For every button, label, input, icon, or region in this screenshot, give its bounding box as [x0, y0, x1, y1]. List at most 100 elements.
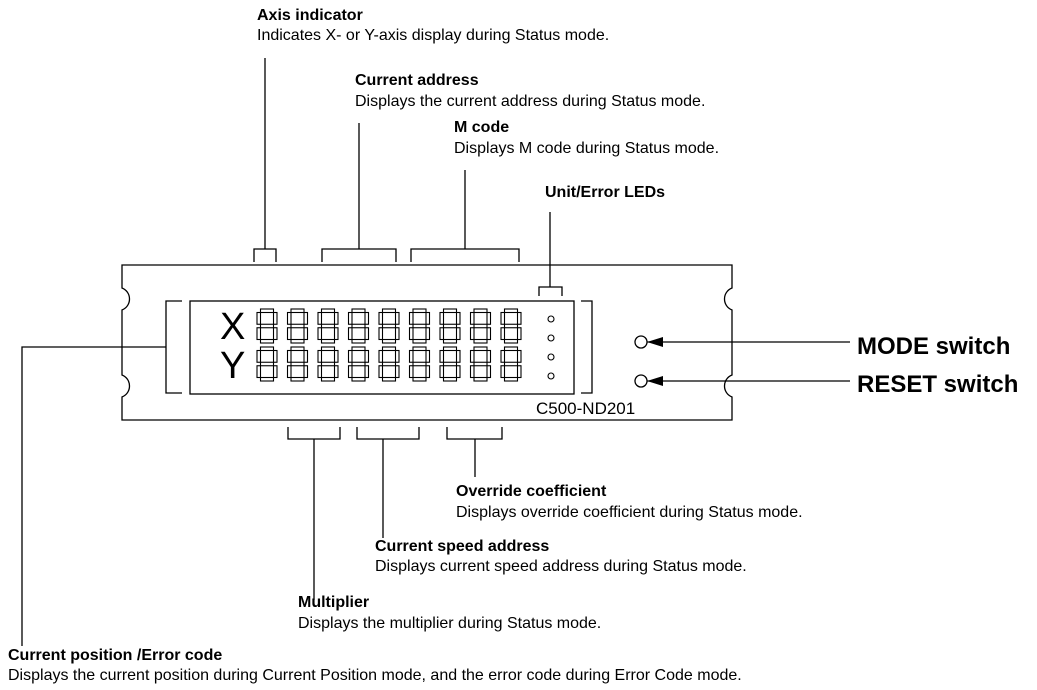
digit-x-4-seg-a: [351, 308, 366, 314]
m-code-bracket: [410, 170, 520, 262]
digit-x-1-seg-d: [259, 338, 275, 344]
digit-y-5-seg-g: [381, 361, 397, 367]
mode-switch-arrow: [647, 337, 663, 347]
digit-x-1-seg-f: [256, 311, 262, 325]
digit-x-5-seg-e: [378, 327, 384, 341]
digit-y-6-seg-d: [412, 376, 427, 382]
digit-x-8-seg-f: [469, 311, 475, 325]
digit-x-9-seg-d: [503, 338, 519, 344]
digit-x-8-seg-d: [473, 338, 488, 344]
digit-y-4-seg-b: [364, 349, 370, 363]
digit-x-9-seg-g: [503, 323, 519, 329]
right-bracket: [581, 300, 593, 394]
digit-x-1-seg-a: [259, 308, 275, 314]
digit-x-8-seg-e: [469, 327, 475, 341]
seven-segment-digits: [256, 308, 522, 382]
axis-indicator-title: Axis indicator: [257, 7, 363, 24]
reset-switch-arrow: [647, 376, 663, 386]
digit-x-1-seg-c: [272, 327, 278, 341]
digit-x-4-seg-b: [364, 311, 370, 325]
digit-y-1-seg-d: [259, 376, 275, 382]
mode-switch-label: MODE switch: [857, 333, 1011, 360]
digit-y-6-seg-b: [425, 349, 431, 363]
digit-x-6-seg-e: [408, 327, 414, 341]
override-coefficient-bracket: [446, 427, 503, 477]
digit-y-5-seg-c: [394, 365, 400, 379]
digit-y-2-seg-d: [290, 376, 305, 382]
digit-x-5-seg-g: [381, 323, 397, 329]
digit-y-8-seg-f: [469, 349, 475, 363]
reset-switch-button: [634, 374, 648, 388]
unit-error-led-2: [547, 334, 555, 342]
digit-x-6-seg-b: [425, 311, 431, 325]
digit-y-9-seg-a: [503, 346, 519, 352]
digit-x-5-seg-a: [381, 308, 397, 314]
digit-y-9-seg-c: [516, 365, 522, 379]
digit-y-4-seg-f: [347, 349, 353, 363]
digit-x-3-seg-d: [320, 338, 336, 344]
digit-y-3-seg-d: [320, 376, 336, 382]
display-window: [189, 300, 575, 395]
digit-y-6-seg-g: [412, 361, 427, 367]
digit-y-2-seg-c: [303, 365, 309, 379]
unit-error-led-1: [547, 315, 555, 323]
digit-x-3-seg-f: [317, 311, 323, 325]
digit-x-9-seg-e: [500, 327, 506, 341]
current-address-bracket: [321, 123, 397, 262]
current-address-title: Current address: [355, 72, 479, 89]
current-position-title: Current position /Error code: [8, 647, 223, 664]
digit-y-6-seg-c: [425, 365, 431, 379]
digit-y-6-seg-a: [412, 346, 427, 352]
digit-x-7-seg-g: [442, 323, 458, 329]
digit-x-7-seg-f: [439, 311, 445, 325]
digit-y-1-seg-a: [259, 346, 275, 352]
digit-x-5-seg-d: [381, 338, 397, 344]
digit-x-9-seg-b: [516, 311, 522, 325]
digit-y-7-seg-f: [439, 349, 445, 363]
digit-y-4-seg-d: [351, 376, 366, 382]
digit-y-2-seg-e: [286, 365, 292, 379]
digit-x-4-seg-c: [364, 327, 370, 341]
multiplier-desc: Displays the multiplier during Status mo…: [298, 615, 602, 632]
unit-error-led-4: [547, 372, 555, 380]
reset-switch-label: RESET switch: [857, 371, 1019, 398]
digit-x-4-seg-e: [347, 327, 353, 341]
digit-x-3-seg-g: [320, 323, 336, 329]
digit-y-3-seg-c: [333, 365, 339, 379]
digit-y-2-seg-a: [290, 346, 305, 352]
digit-y-3-seg-g: [320, 361, 336, 367]
digit-y-7-seg-d: [442, 376, 458, 382]
digit-y-5-seg-e: [378, 365, 384, 379]
current-address-desc: Displays the current address during Stat…: [355, 93, 706, 110]
digit-x-2-seg-c: [303, 327, 309, 341]
digit-y-5-seg-b: [394, 349, 400, 363]
digit-x-7-seg-c: [455, 327, 461, 341]
multiplier-title: Multiplier: [298, 594, 370, 611]
digit-x-2-seg-f: [286, 311, 292, 325]
digit-x-5-seg-c: [394, 327, 400, 341]
override-coefficient-desc: Displays override coefficient during Sta…: [456, 504, 803, 521]
digit-x-4-seg-f: [347, 311, 353, 325]
current-speed-address-bracket: [356, 427, 420, 538]
model-number: C500-ND201: [536, 399, 636, 418]
digit-y-8-seg-e: [469, 365, 475, 379]
digit-x-3-seg-c: [333, 327, 339, 341]
digit-y-7-seg-c: [455, 365, 461, 379]
digit-x-7-seg-b: [455, 311, 461, 325]
digit-y-1-seg-c: [272, 365, 278, 379]
digit-y-1-seg-b: [272, 349, 278, 363]
digit-y-9-seg-e: [500, 365, 506, 379]
axis-indicator-bracket: [253, 58, 277, 262]
digit-x-8-seg-g: [473, 323, 488, 329]
digit-y-9-seg-b: [516, 349, 522, 363]
current-speed-address-title: Current speed address: [375, 538, 550, 555]
digit-x-6-seg-g: [412, 323, 427, 329]
digit-x-3-seg-e: [317, 327, 323, 341]
digit-x-4-seg-d: [351, 338, 366, 344]
digit-y-7-seg-g: [442, 361, 458, 367]
digit-y-9-seg-d: [503, 376, 519, 382]
digit-y-5-seg-a: [381, 346, 397, 352]
digit-x-6-seg-d: [412, 338, 427, 344]
digit-y-3-seg-f: [317, 349, 323, 363]
